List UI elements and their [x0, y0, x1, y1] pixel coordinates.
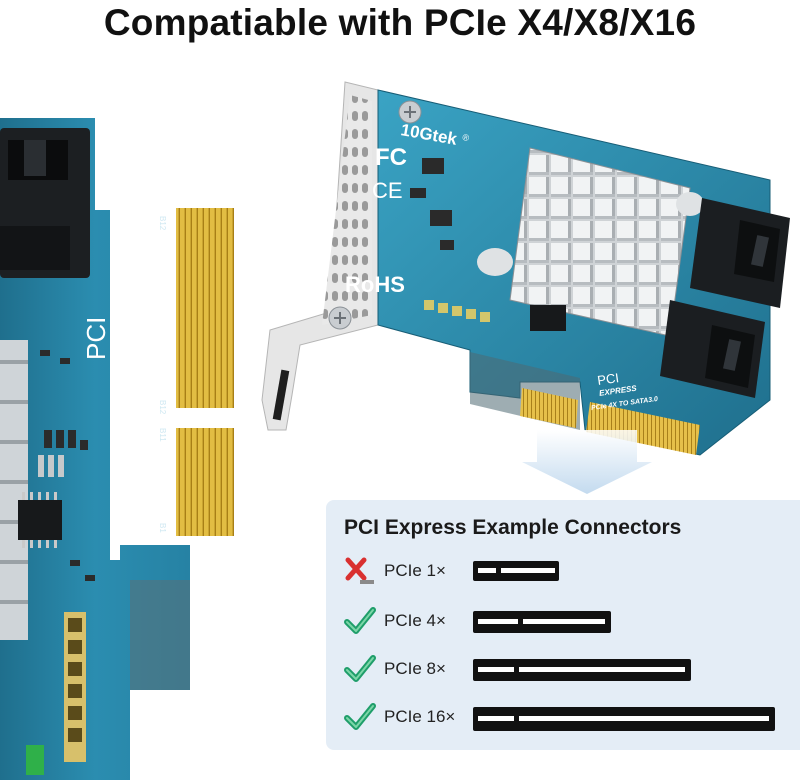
- down-arrow-icon: [522, 430, 652, 494]
- connector-row-pcie-1x: PCIe 1×: [344, 556, 800, 586]
- check-icon: [344, 703, 376, 730]
- slot-8x-diagram: [473, 659, 691, 681]
- svg-text:PCI: PCI: [596, 370, 620, 388]
- sata-port-lower: [660, 300, 765, 398]
- slot-1x-diagram: [473, 561, 559, 581]
- connector-label: PCIe 16×: [384, 707, 456, 726]
- svg-text:EXPRESS: EXPRESS: [114, 289, 131, 360]
- pin-label-b12-lower: B12: [158, 400, 167, 415]
- check-icon: [344, 607, 376, 634]
- card-edge-fingers-long: [586, 402, 700, 455]
- connector-label: PCIe 8×: [384, 659, 446, 678]
- slot-16x-diagram: [473, 707, 775, 731]
- connector-row-pcie-8x: PCIe 8×: [344, 654, 800, 684]
- svg-text:PCI: PCI: [81, 317, 111, 360]
- card-edge-fingers-short: [520, 388, 578, 428]
- pin-label-b12: B12: [158, 216, 167, 231]
- edge-fingers-lower: [176, 428, 234, 536]
- sata-port-upper: [690, 198, 790, 308]
- headline: Compatiable with PCIe X4/X8/X16: [103, 2, 697, 43]
- fcc-mark: FC: [375, 144, 407, 171]
- connector-row-pcie-4x: PCIe 4×: [344, 606, 800, 636]
- led-pads: [64, 612, 86, 762]
- svg-text:PCIe 4X TO SATA3.0: PCIe 4X TO SATA3.0: [136, 253, 148, 360]
- connector-label: PCIe 1×: [384, 561, 446, 580]
- closeup-pci-logo: PCI EXPRESS PCIe 4X TO SATA3.0: [81, 253, 148, 360]
- pcie-card: 10Gtek ® FC CE RoHS PCI EXPRESS PCIe 4X …: [261, 81, 790, 456]
- connector-label: PCIe 4×: [384, 611, 446, 630]
- closeup-board: B12 B12 B11 B1 PCI EXPRESS PCIe 4X TO SA…: [0, 118, 234, 780]
- rohs-mark: RoHS: [345, 272, 405, 297]
- controller-chip: [18, 500, 62, 540]
- pin-label-b1: B1: [158, 523, 167, 533]
- pin-label-b11: B11: [158, 428, 167, 442]
- slot-4x-diagram: [473, 611, 611, 633]
- panel-title: PCI Express Example Connectors: [344, 516, 682, 539]
- ce-mark: CE: [372, 178, 403, 203]
- connector-panel: PCI Express Example Connectors PCIe 1× P…: [326, 500, 800, 750]
- check-icon: [344, 655, 376, 682]
- registered-mark: ®: [462, 132, 471, 143]
- edge-fingers-upper: [176, 208, 234, 408]
- card-led-pads: [424, 300, 490, 322]
- x-mark-icon: [345, 557, 374, 584]
- connector-row-pcie-16x: PCIe 16×: [344, 702, 800, 732]
